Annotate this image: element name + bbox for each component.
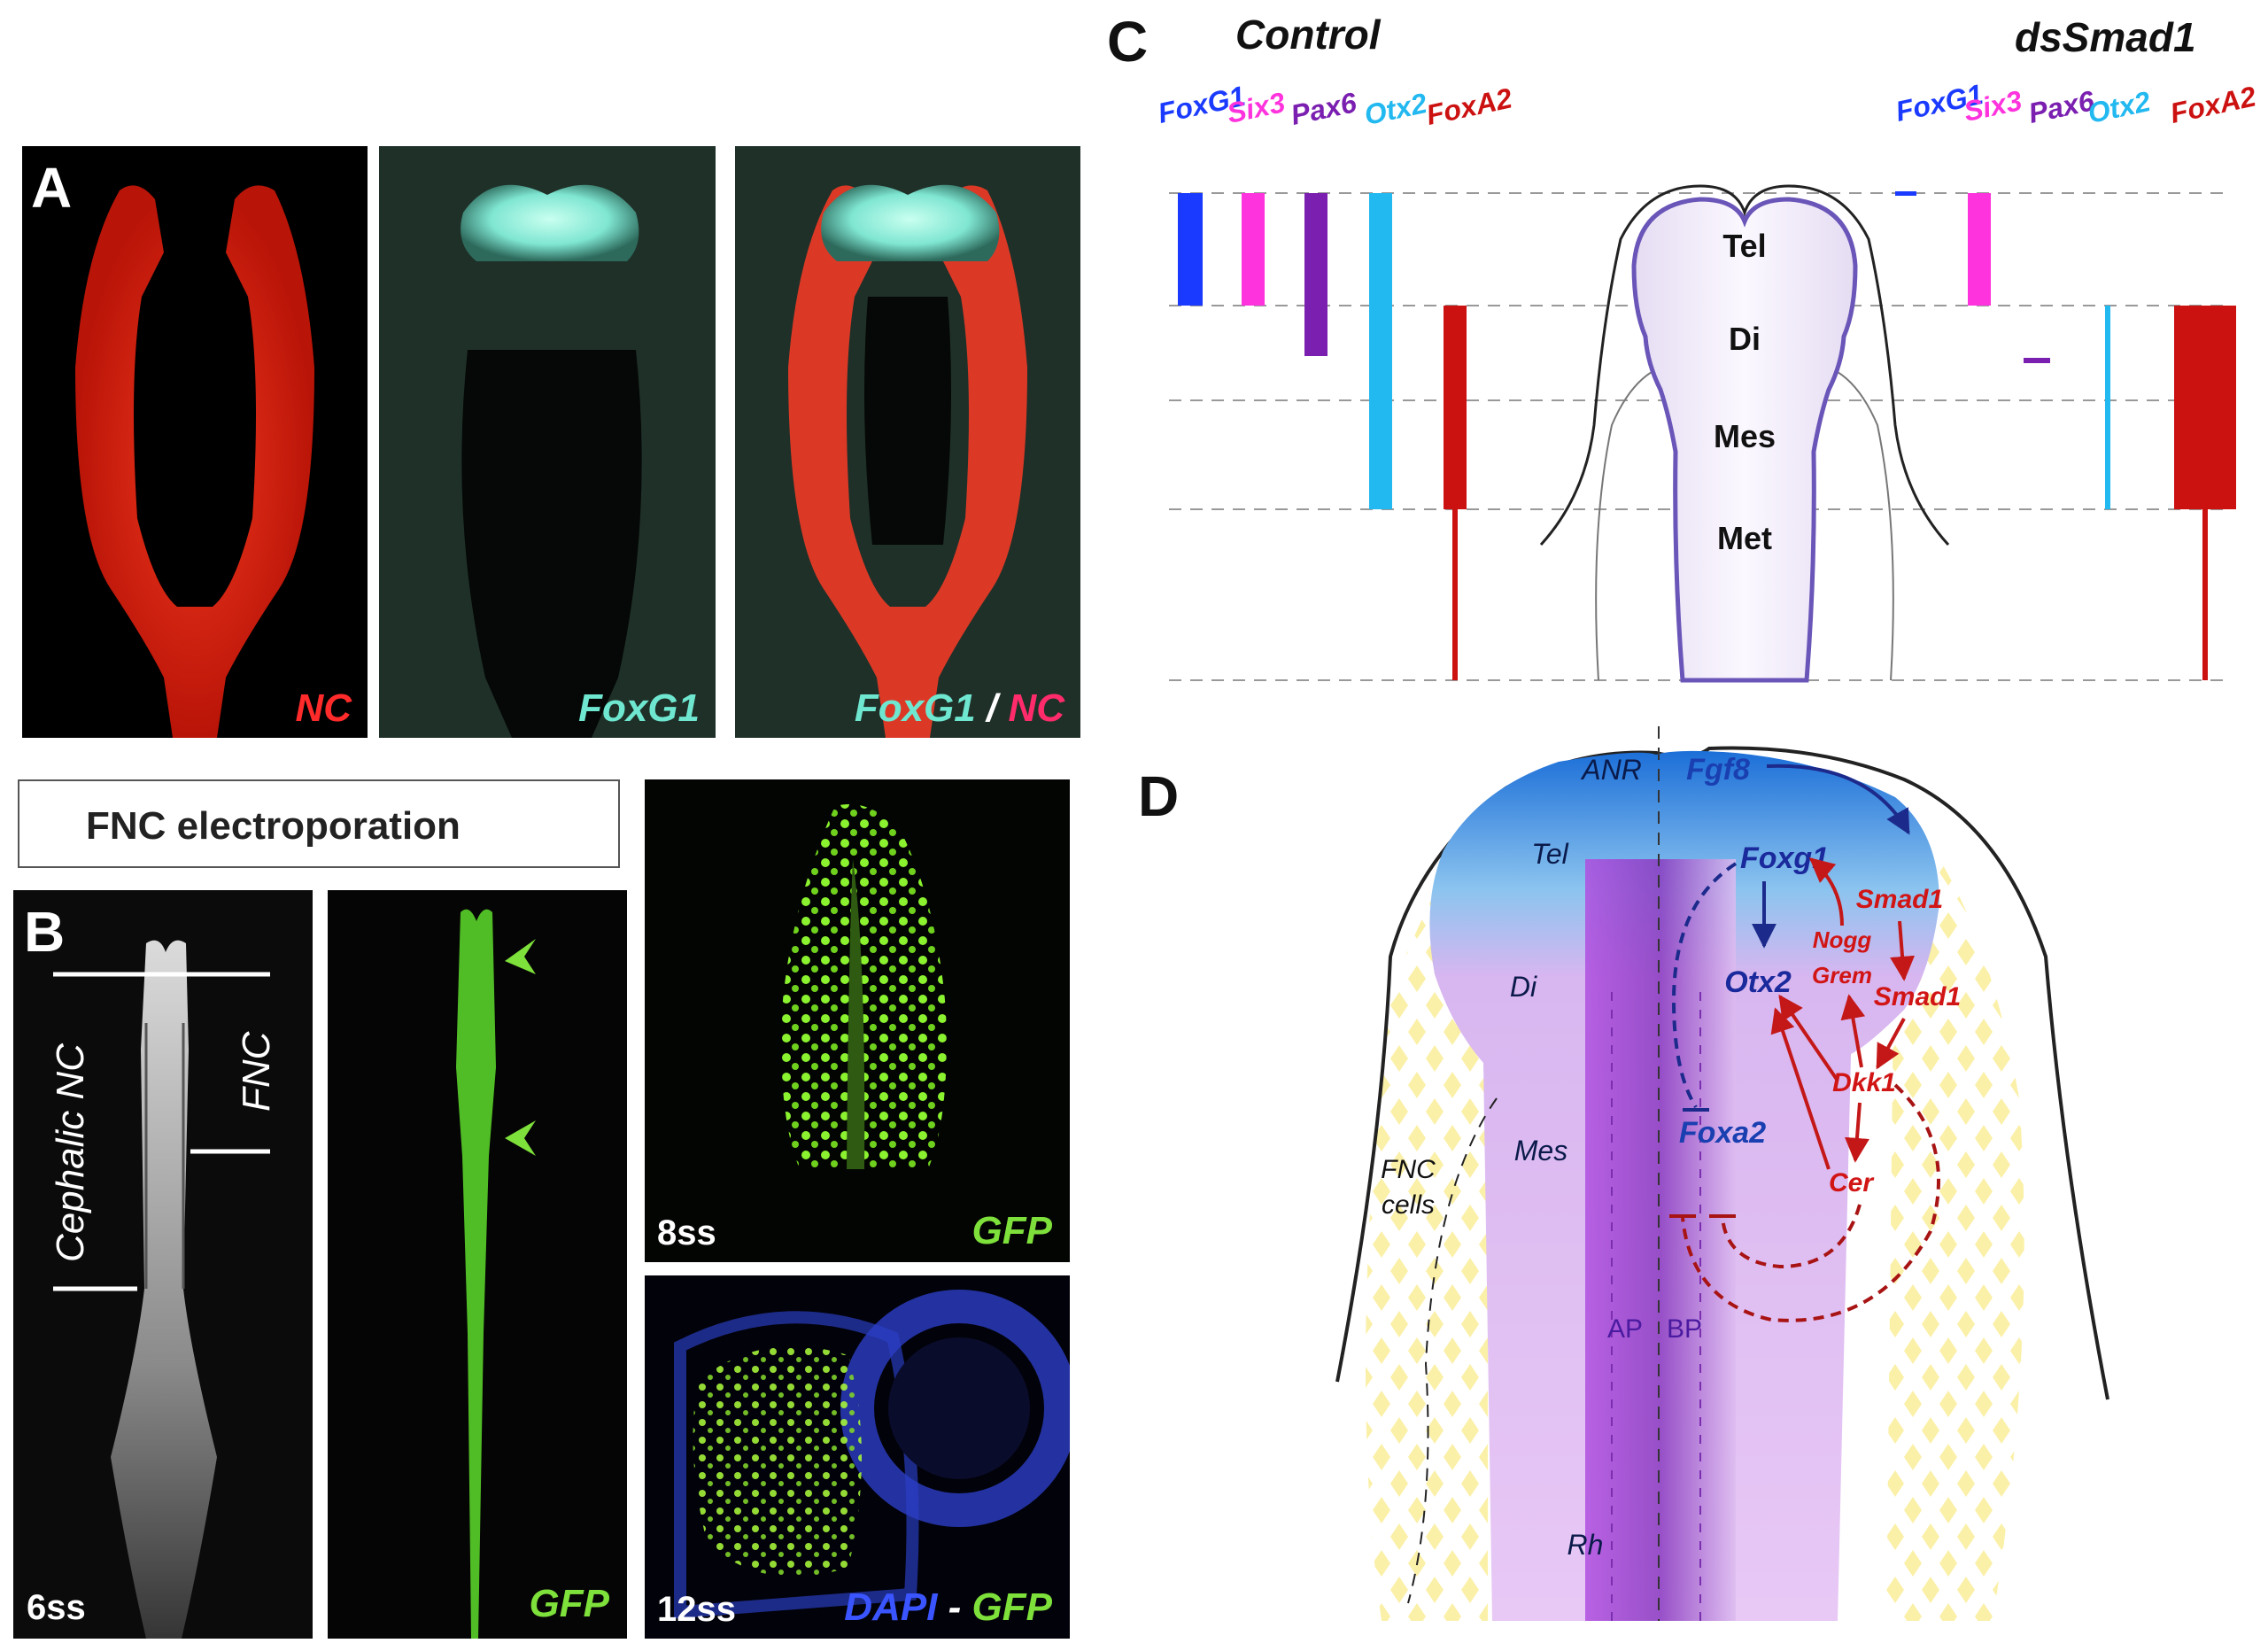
stage-6ss: 6ss <box>27 1588 86 1627</box>
panel-a-merge-image: FoxG1 / NC <box>735 146 1080 738</box>
panel-b-6ss-image: B Cephalic NC FNC 6ss <box>13 890 313 1639</box>
inhibit-foxg1-foxa2 <box>1671 862 1738 1109</box>
control-title: Control <box>1235 12 1381 58</box>
caption-gfp-12ss: GFP <box>971 1585 1052 1629</box>
panel-a-nc-image: NC <box>22 146 368 738</box>
panel-a-foxg1-image: FoxG1 <box>379 146 716 738</box>
smad-bar-otx2 <box>2105 306 2110 509</box>
region-di: Di <box>1729 321 1761 357</box>
gene-fgf8: Fgf8 <box>1686 753 1750 787</box>
embryo-6ss-drawing <box>53 940 270 1639</box>
arrow-fgf8-smad1 <box>1766 763 1910 835</box>
inhibit-cer-foxa2 <box>1721 1204 1862 1269</box>
gene-otx2-d: Otx2 <box>1724 965 1792 999</box>
smad-bar-pax6 <box>2024 358 2050 363</box>
region-rh: Rh <box>1567 1529 1604 1561</box>
region-di-d: Di <box>1510 971 1537 1003</box>
gene-smad1-bottom: Smad1 <box>1874 982 1961 1012</box>
inhibit-dkk1-foxa2 <box>1681 1083 1940 1322</box>
region-met: Met <box>1717 520 1772 556</box>
smad-bar-six3 <box>1968 193 1991 306</box>
floor-plate <box>1585 859 1736 1621</box>
smad-gene-otx2: Otx2 <box>2085 85 2154 130</box>
panel-b-gfp-image: GFP <box>328 890 627 1639</box>
merge-stain-drawing <box>735 146 1080 738</box>
panel-label-b: B <box>24 900 66 964</box>
control-bar-pax6 <box>1304 193 1328 356</box>
gfp-12ss-drawing <box>674 1290 1070 1619</box>
panel-label-a: A <box>31 156 73 220</box>
caption-nc: NC <box>295 686 352 730</box>
arrow-cer-otx2 <box>1770 1007 1831 1170</box>
control-bar-six3 <box>1242 193 1265 306</box>
gfp-8ss-drawing <box>781 804 947 1169</box>
panel-d-signaling-diagram: ANR Tel Di Mes Rh AP BP FNC cells Fgf8 F… <box>1335 726 2109 1621</box>
control-bar-foxg1 <box>1178 193 1203 306</box>
dssmad1-title: dsSmad1 <box>2015 14 2196 60</box>
neural-tube-outer-outline <box>1539 184 1950 546</box>
label-ap: AP <box>1607 1314 1643 1344</box>
region-mes-d: Mes <box>1514 1135 1567 1167</box>
foxg1-stain-drawing <box>379 146 716 738</box>
label-fnc: FNC <box>235 1031 278 1112</box>
gene-nogg: Nogg <box>1813 926 1872 953</box>
caption-dapi-dash: - <box>948 1585 962 1629</box>
caption-merge-nc: NC <box>1008 686 1064 730</box>
region-tel-d: Tel <box>1531 838 1568 870</box>
control-gene-otx2: Otx2 <box>1361 87 1430 132</box>
stage-8ss: 8ss <box>657 1213 716 1252</box>
panel-b-12ss-image: 12ss DAPI - GFP <box>645 1275 1070 1639</box>
label-fnc-cells-2: cells <box>1382 1190 1435 1220</box>
arrow-dkk1-grem <box>1840 994 1866 1068</box>
arrow-dkk1-cer <box>1844 1102 1869 1163</box>
gene-cer: Cer <box>1829 1168 1875 1198</box>
gene-smad1-top: Smad1 <box>1856 885 1943 914</box>
neural-tube-body <box>1631 197 1858 683</box>
label-cephalic-nc: Cephalic NC <box>49 1043 92 1262</box>
smad-bar-foxa2 <box>2174 306 2236 509</box>
arrow-smad1-smad1 <box>1890 920 1916 981</box>
control-gene-foxa2: FoxA2 <box>1423 81 1515 132</box>
arrow-nogg-foxg1 <box>1808 857 1844 926</box>
label-bp: BP <box>1667 1314 1702 1344</box>
arrow-smad1-dkk1 <box>1876 1018 1906 1070</box>
caption-merge: FoxG1 / NC <box>855 686 1064 731</box>
fnc-cells-area-right <box>1886 841 2024 1621</box>
fnc-electroporation-box: FNC electroporation <box>18 779 620 868</box>
control-line-foxa2 <box>1452 509 1458 680</box>
panel-label-c: C <box>1107 10 1149 74</box>
smad-line-foxa2 <box>2202 509 2208 680</box>
region-anr: ANR <box>1580 754 1642 786</box>
label-fnc-cells-1: FNC <box>1381 1155 1436 1184</box>
smad-gene-foxa2: FoxA2 <box>2167 80 2259 130</box>
control-bar-otx2 <box>1369 193 1392 509</box>
stage-12ss: 12ss <box>657 1590 736 1629</box>
caption-dapi-gfp: DAPI - GFP <box>844 1585 1052 1630</box>
gene-grem: Grem <box>1812 962 1872 988</box>
caption-merge-slash: / <box>986 686 998 730</box>
caption-dapi: DAPI <box>844 1585 938 1629</box>
caption-gfp-6ss: GFP <box>529 1582 609 1625</box>
gene-foxa2-d: Foxa2 <box>1679 1116 1766 1150</box>
smad-bar-foxg1 <box>1895 191 1916 196</box>
gene-foxg1-d: Foxg1 <box>1740 841 1829 875</box>
control-bar-foxa2 <box>1444 306 1467 509</box>
gfp-6ss-drawing <box>456 909 536 1639</box>
caption-foxg1: FoxG1 <box>578 686 700 730</box>
region-mes: Mes <box>1714 418 1776 454</box>
neural-tube-inner-outline <box>1595 362 1894 681</box>
caption-merge-foxg1: FoxG1 <box>854 686 976 730</box>
panel-b-8ss-image: 8ss GFP <box>645 779 1070 1262</box>
caption-gfp-8ss: GFP <box>971 1209 1052 1252</box>
fnc-electroporation-title: FNC electroporation <box>86 804 461 848</box>
panel-c-expression-diagram: Tel Di Mes Met <box>1169 184 2236 683</box>
panel-label-d: D <box>1138 764 1180 828</box>
fnc-boundary <box>1407 1097 1498 1604</box>
region-tel: Tel <box>1722 228 1766 264</box>
nc-stain-drawing <box>75 185 314 738</box>
gene-dkk1: Dkk1 <box>1832 1068 1896 1097</box>
control-gene-pax6: Pax6 <box>1288 86 1359 132</box>
